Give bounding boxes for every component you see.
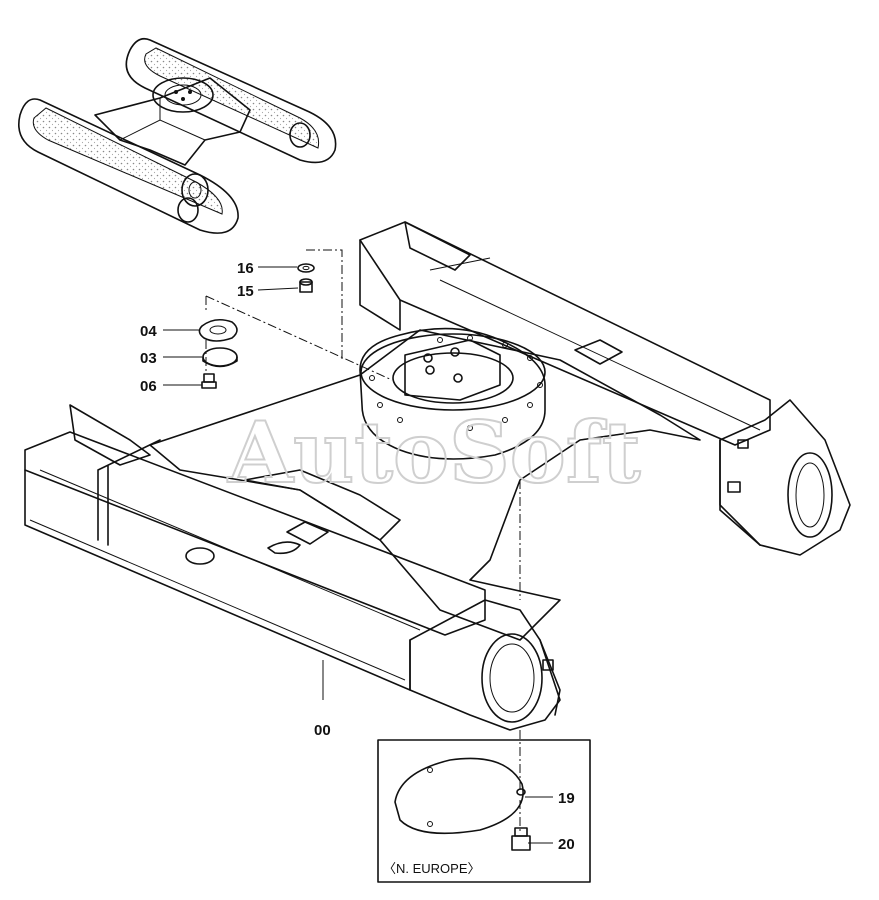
callout-03: 03	[140, 350, 157, 367]
track-frame-00	[24, 221, 851, 731]
part-15-bolt-icon	[299, 278, 313, 293]
callout-15: 15	[237, 283, 254, 300]
part-03-cover-plate-icon	[202, 347, 238, 368]
callout-labels: 16 15 04 03 06 00 19 20 〈N. EUROPE〉	[140, 260, 575, 876]
part-16-washer-icon	[297, 263, 315, 273]
watermark: AutoSoft	[227, 403, 641, 502]
callout-20: 20	[558, 836, 575, 853]
callout-04: 04	[140, 323, 157, 340]
inset-n-europe	[377, 739, 591, 883]
overview-thumbnail	[18, 37, 337, 234]
leader-lines	[163, 249, 553, 844]
part-04-gasket-icon	[198, 318, 238, 342]
callout-19: 19	[558, 790, 575, 807]
inset-caption: 〈N. EUROPE〉	[383, 861, 481, 876]
callout-16: 16	[237, 260, 254, 277]
callout-06: 06	[140, 378, 157, 395]
callout-00: 00	[314, 722, 331, 739]
part-06-bolt-icon	[201, 373, 217, 389]
